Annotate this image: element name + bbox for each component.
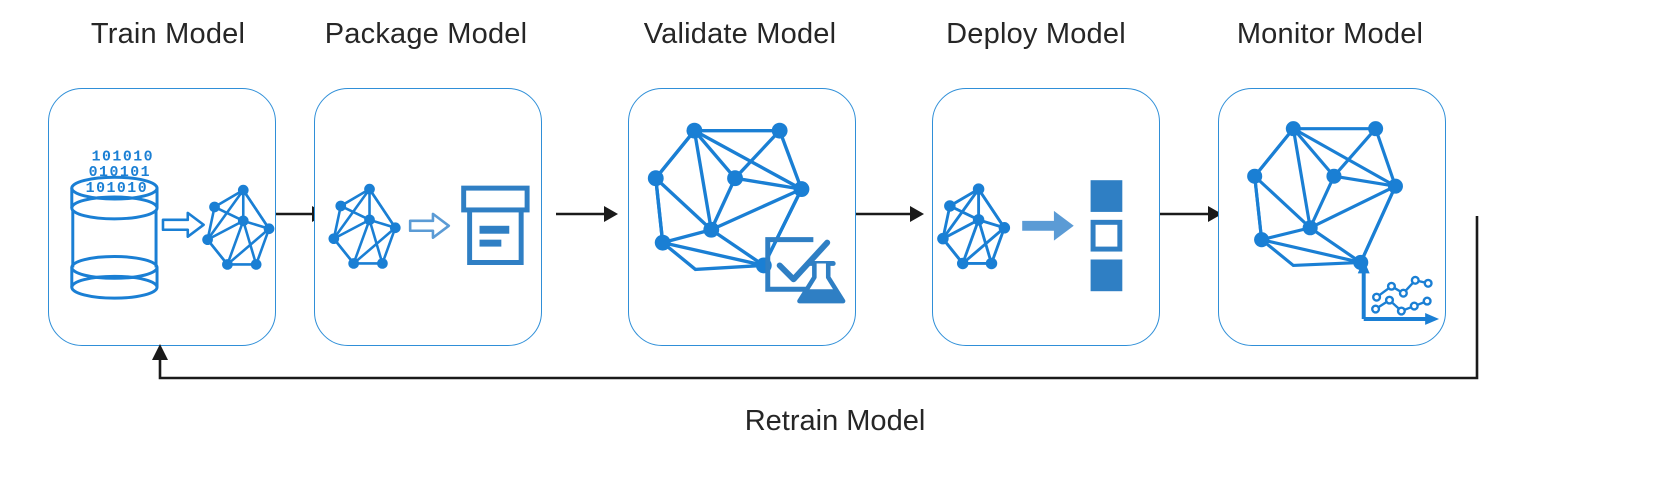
package-box-icon: [461, 185, 530, 265]
network-checkmark-flask-icon: [647, 122, 846, 304]
network-with-chart-icon: [1247, 121, 1440, 325]
checkmark-icon: [776, 239, 831, 283]
network-graph-small: [328, 183, 401, 269]
database-cylinder: [70, 175, 159, 300]
stage-card-package-model[interactable]: [314, 88, 542, 346]
stage-title-deploy-model: Deploy Model: [946, 18, 1126, 50]
server-stack-icon: [1090, 180, 1123, 292]
monitoring-chart-icon: [1357, 259, 1440, 325]
stage-title-train-model: Train Model: [90, 18, 246, 50]
checkbox-icon: [765, 237, 814, 292]
network-graph-small: [937, 183, 1011, 270]
network-graph-large: [1247, 121, 1403, 270]
network-graph-large: [647, 122, 810, 274]
stage-card-monitor-model[interactable]: [1218, 88, 1446, 346]
network-to-servers-icon: [937, 180, 1123, 292]
stage-title-package-model: Package Model: [324, 18, 528, 50]
network-to-package-icon: [328, 183, 530, 269]
connector-package-to-validate: [556, 206, 618, 222]
stage-title-validate-model: Validate Model: [643, 18, 837, 50]
connector-validate-to-deploy: [856, 206, 924, 222]
flow-arrow-outline: [408, 212, 451, 239]
deploy-arrow-icon: [1022, 210, 1074, 241]
stage-card-deploy-model[interactable]: [932, 88, 1160, 346]
network-graph-small: [202, 184, 275, 270]
binary-row-3: 101010: [86, 181, 148, 197]
connector-deploy-to-monitor: [1160, 206, 1222, 222]
retrain-model-label: Retrain Model: [744, 405, 926, 437]
stage-card-train-model[interactable]: 101010 010101 101010: [48, 88, 276, 346]
binary-row-1: 101010: [92, 149, 154, 165]
package-box-lines: [479, 225, 510, 247]
stage-card-validate-model[interactable]: [628, 88, 856, 346]
database-to-network-icon: 101010 010101 101010: [70, 149, 275, 300]
retrain-feedback-loop: [152, 216, 1479, 380]
flask-icon: [797, 260, 846, 304]
stage-title-monitor-model: Monitor Model: [1236, 18, 1424, 50]
flow-arrow-outline: [161, 211, 205, 238]
